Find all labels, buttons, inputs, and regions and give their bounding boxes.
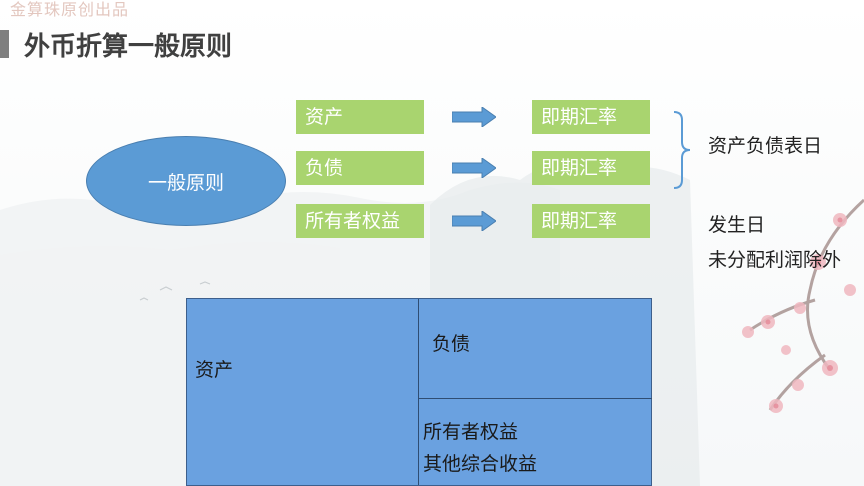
right-brace-icon [673,111,691,189]
right-arrow-icon [452,211,496,231]
item-box-assets: 资产 [296,100,424,134]
item-box-liabilities: 负债 [296,151,424,185]
note-balance-sheet-date: 资产负债表日 [708,135,823,157]
table-cell-assets: 资产 [195,359,234,381]
table-divider-vertical [418,299,419,485]
rate-box-equity: 即期汇率 [532,204,650,238]
table-cell-oci: 其他综合收益 [423,453,538,475]
balance-table: 资产 负债 所有者权益 其他综合收益 [186,298,652,486]
table-cell-equity: 所有者权益 [423,421,519,443]
right-arrow-icon [452,158,496,178]
rate-box-liabilities: 即期汇率 [532,151,650,185]
page-title: 外币折算一般原则 [24,32,233,62]
note-occurrence-date: 发生日 [708,214,766,236]
watermark-text: 金算珠原创出品 [10,0,130,19]
rate-box-assets: 即期汇率 [532,100,650,134]
title-accent-bar [0,30,9,58]
table-cell-liabilities: 负债 [432,333,471,355]
principle-label: 一般原则 [147,171,224,194]
note-undistributed-profit: 未分配利润除外 [708,249,842,271]
principle-ellipse: 一般原则 [86,136,286,226]
item-box-equity: 所有者权益 [296,204,424,238]
plum-blossom-icon [742,198,864,413]
right-arrow-icon [452,107,496,127]
table-divider-horizontal [419,398,652,399]
